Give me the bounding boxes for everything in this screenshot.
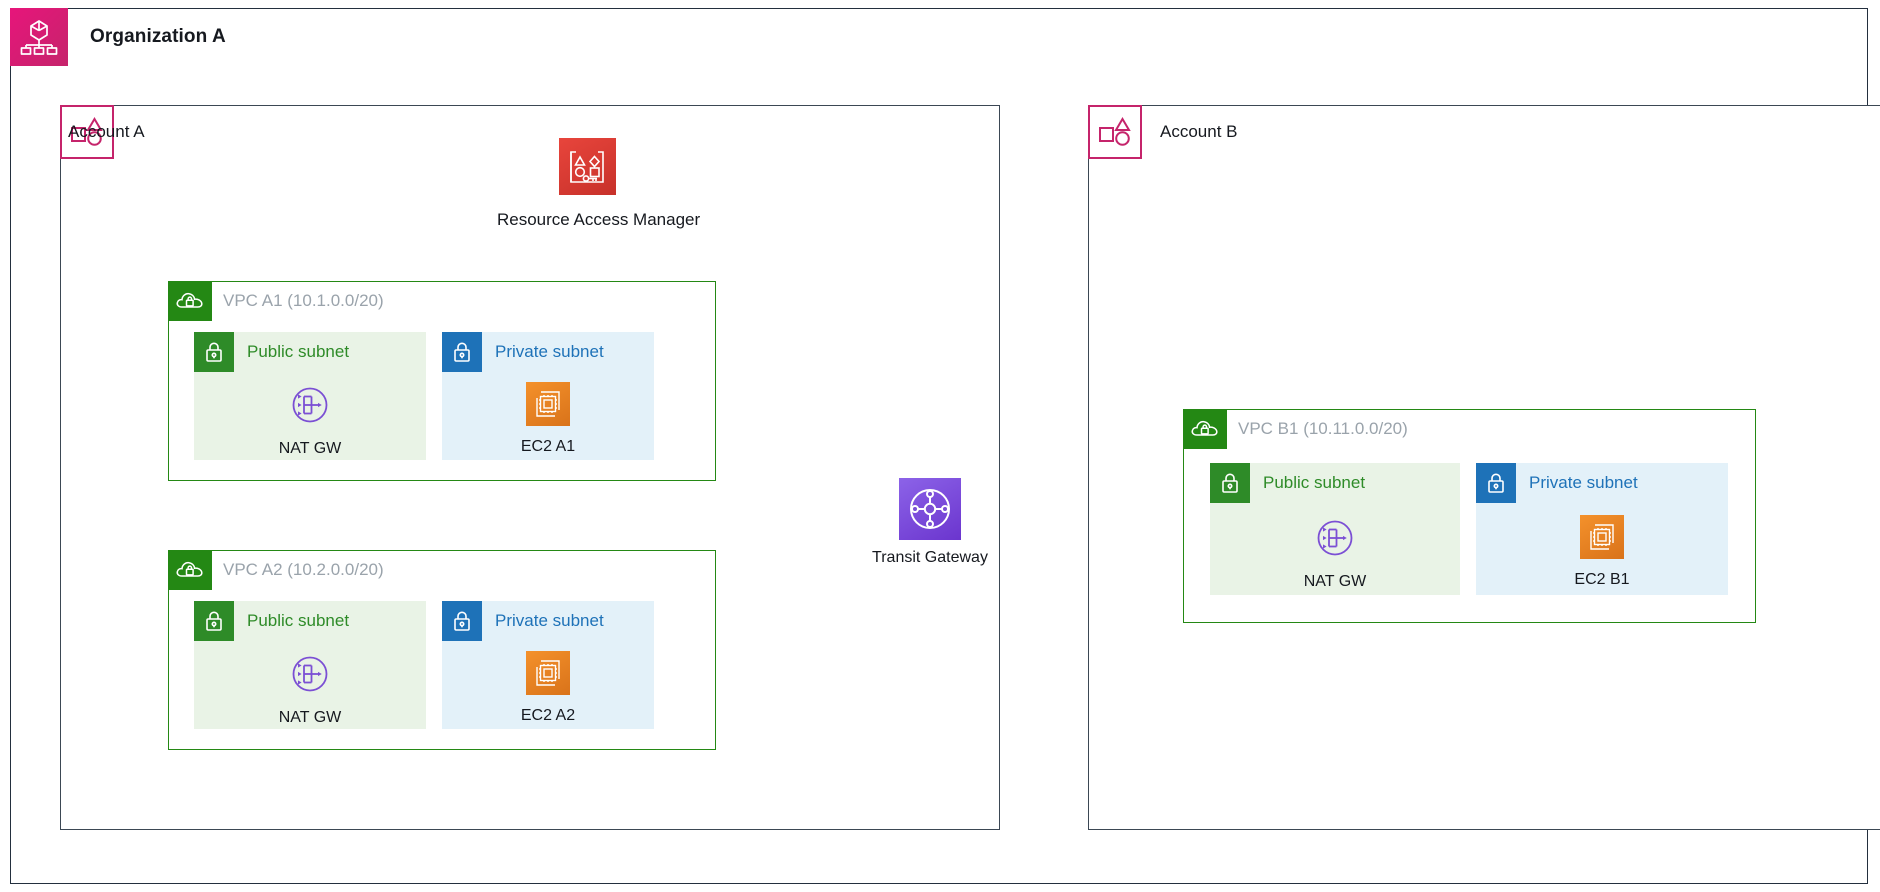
resource-access-manager[interactable]: Resource Access Manager — [497, 138, 701, 230]
organizations-icon — [10, 8, 68, 66]
vpc-a2-public-subnet-label: Public subnet — [247, 611, 350, 630]
vpc-a1-nat-gw-label: NAT GW — [278, 440, 342, 457]
ec2-instance-icon — [1580, 515, 1624, 559]
lock-icon — [194, 601, 234, 641]
nat-gateway-icon — [287, 651, 333, 697]
organization-title: Organization A — [90, 26, 226, 47]
lock-icon — [442, 601, 482, 641]
vpc-b1-ec2-label: EC2 B1 — [1574, 571, 1630, 588]
vpc-a2-ec2[interactable]: EC2 A2 — [442, 651, 654, 725]
transit-gateway[interactable]: Transit Gateway — [855, 478, 1005, 567]
vpc-a1-boundary: VPC A1 (10.1.0.0/20) Public subnet — [168, 281, 716, 481]
vpc-a2-label: VPC A2 (10.2.0.0/20) — [223, 560, 384, 579]
vpc-a2-public-subnet: Public subnet — [194, 601, 426, 729]
nat-gateway-icon — [1312, 515, 1358, 561]
vpc-b1-private-subnet: Private subnet — [1476, 463, 1728, 595]
vpc-b1-nat-gw-label: NAT GW — [1303, 573, 1367, 590]
account-b-title: Account B — [1160, 122, 1238, 141]
ec2-instance-icon — [526, 382, 570, 426]
vpc-a1-ec2-label: EC2 A1 — [520, 438, 576, 455]
vpc-a2-private-subnet: Private subnet — [442, 601, 654, 729]
vpc-b1-public-subnet-label: Public subnet — [1263, 473, 1366, 492]
resource-access-manager-label: Resource Access Manager — [497, 210, 701, 229]
transit-gateway-icon — [899, 478, 961, 540]
lock-icon — [194, 332, 234, 372]
vpc-b1-private-subnet-label: Private subnet — [1529, 473, 1638, 492]
resource-access-manager-icon — [558, 138, 616, 195]
lock-icon — [1476, 463, 1516, 503]
ec2-instance-icon — [526, 651, 570, 695]
vpc-a2-private-subnet-label: Private subnet — [495, 611, 604, 630]
account-icon — [1088, 105, 1142, 159]
vpc-b1-boundary: VPC B1 (10.11.0.0/20) Public subnet — [1183, 409, 1756, 623]
account-icon — [60, 105, 114, 159]
vpc-a2-ec2-label: EC2 A2 — [520, 707, 576, 724]
vpc-a1-private-subnet: Private subnet — [442, 332, 654, 460]
vpc-a1-ec2[interactable]: EC2 A1 — [442, 382, 654, 456]
transit-gateway-label: Transit Gateway — [872, 549, 988, 566]
vpc-a2-boundary: VPC A2 (10.2.0.0/20) Public subnet — [168, 550, 716, 750]
lock-icon — [1210, 463, 1250, 503]
vpc-a1-public-subnet: Public subnet — [194, 332, 426, 460]
nat-gateway-icon — [287, 382, 333, 428]
vpc-cloud-lock-icon — [168, 550, 212, 590]
vpc-cloud-lock-icon — [168, 281, 212, 321]
account-a-title: Account A — [68, 122, 145, 141]
lock-icon — [442, 332, 482, 372]
vpc-b1-public-subnet: Public subnet — [1210, 463, 1460, 595]
vpc-b1-ec2[interactable]: EC2 B1 — [1476, 515, 1728, 589]
vpc-b1-label: VPC B1 (10.11.0.0/20) — [1238, 419, 1408, 438]
vpc-a1-private-subnet-label: Private subnet — [495, 342, 604, 361]
vpc-b1-nat-gw[interactable]: NAT GW — [1210, 515, 1460, 591]
vpc-a1-label: VPC A1 (10.1.0.0/20) — [223, 291, 384, 310]
vpc-cloud-lock-icon — [1183, 409, 1227, 449]
vpc-a1-public-subnet-label: Public subnet — [247, 342, 350, 361]
vpc-a2-nat-gw[interactable]: NAT GW — [194, 651, 426, 727]
vpc-a1-nat-gw[interactable]: NAT GW — [194, 382, 426, 458]
vpc-a2-nat-gw-label: NAT GW — [278, 709, 342, 726]
